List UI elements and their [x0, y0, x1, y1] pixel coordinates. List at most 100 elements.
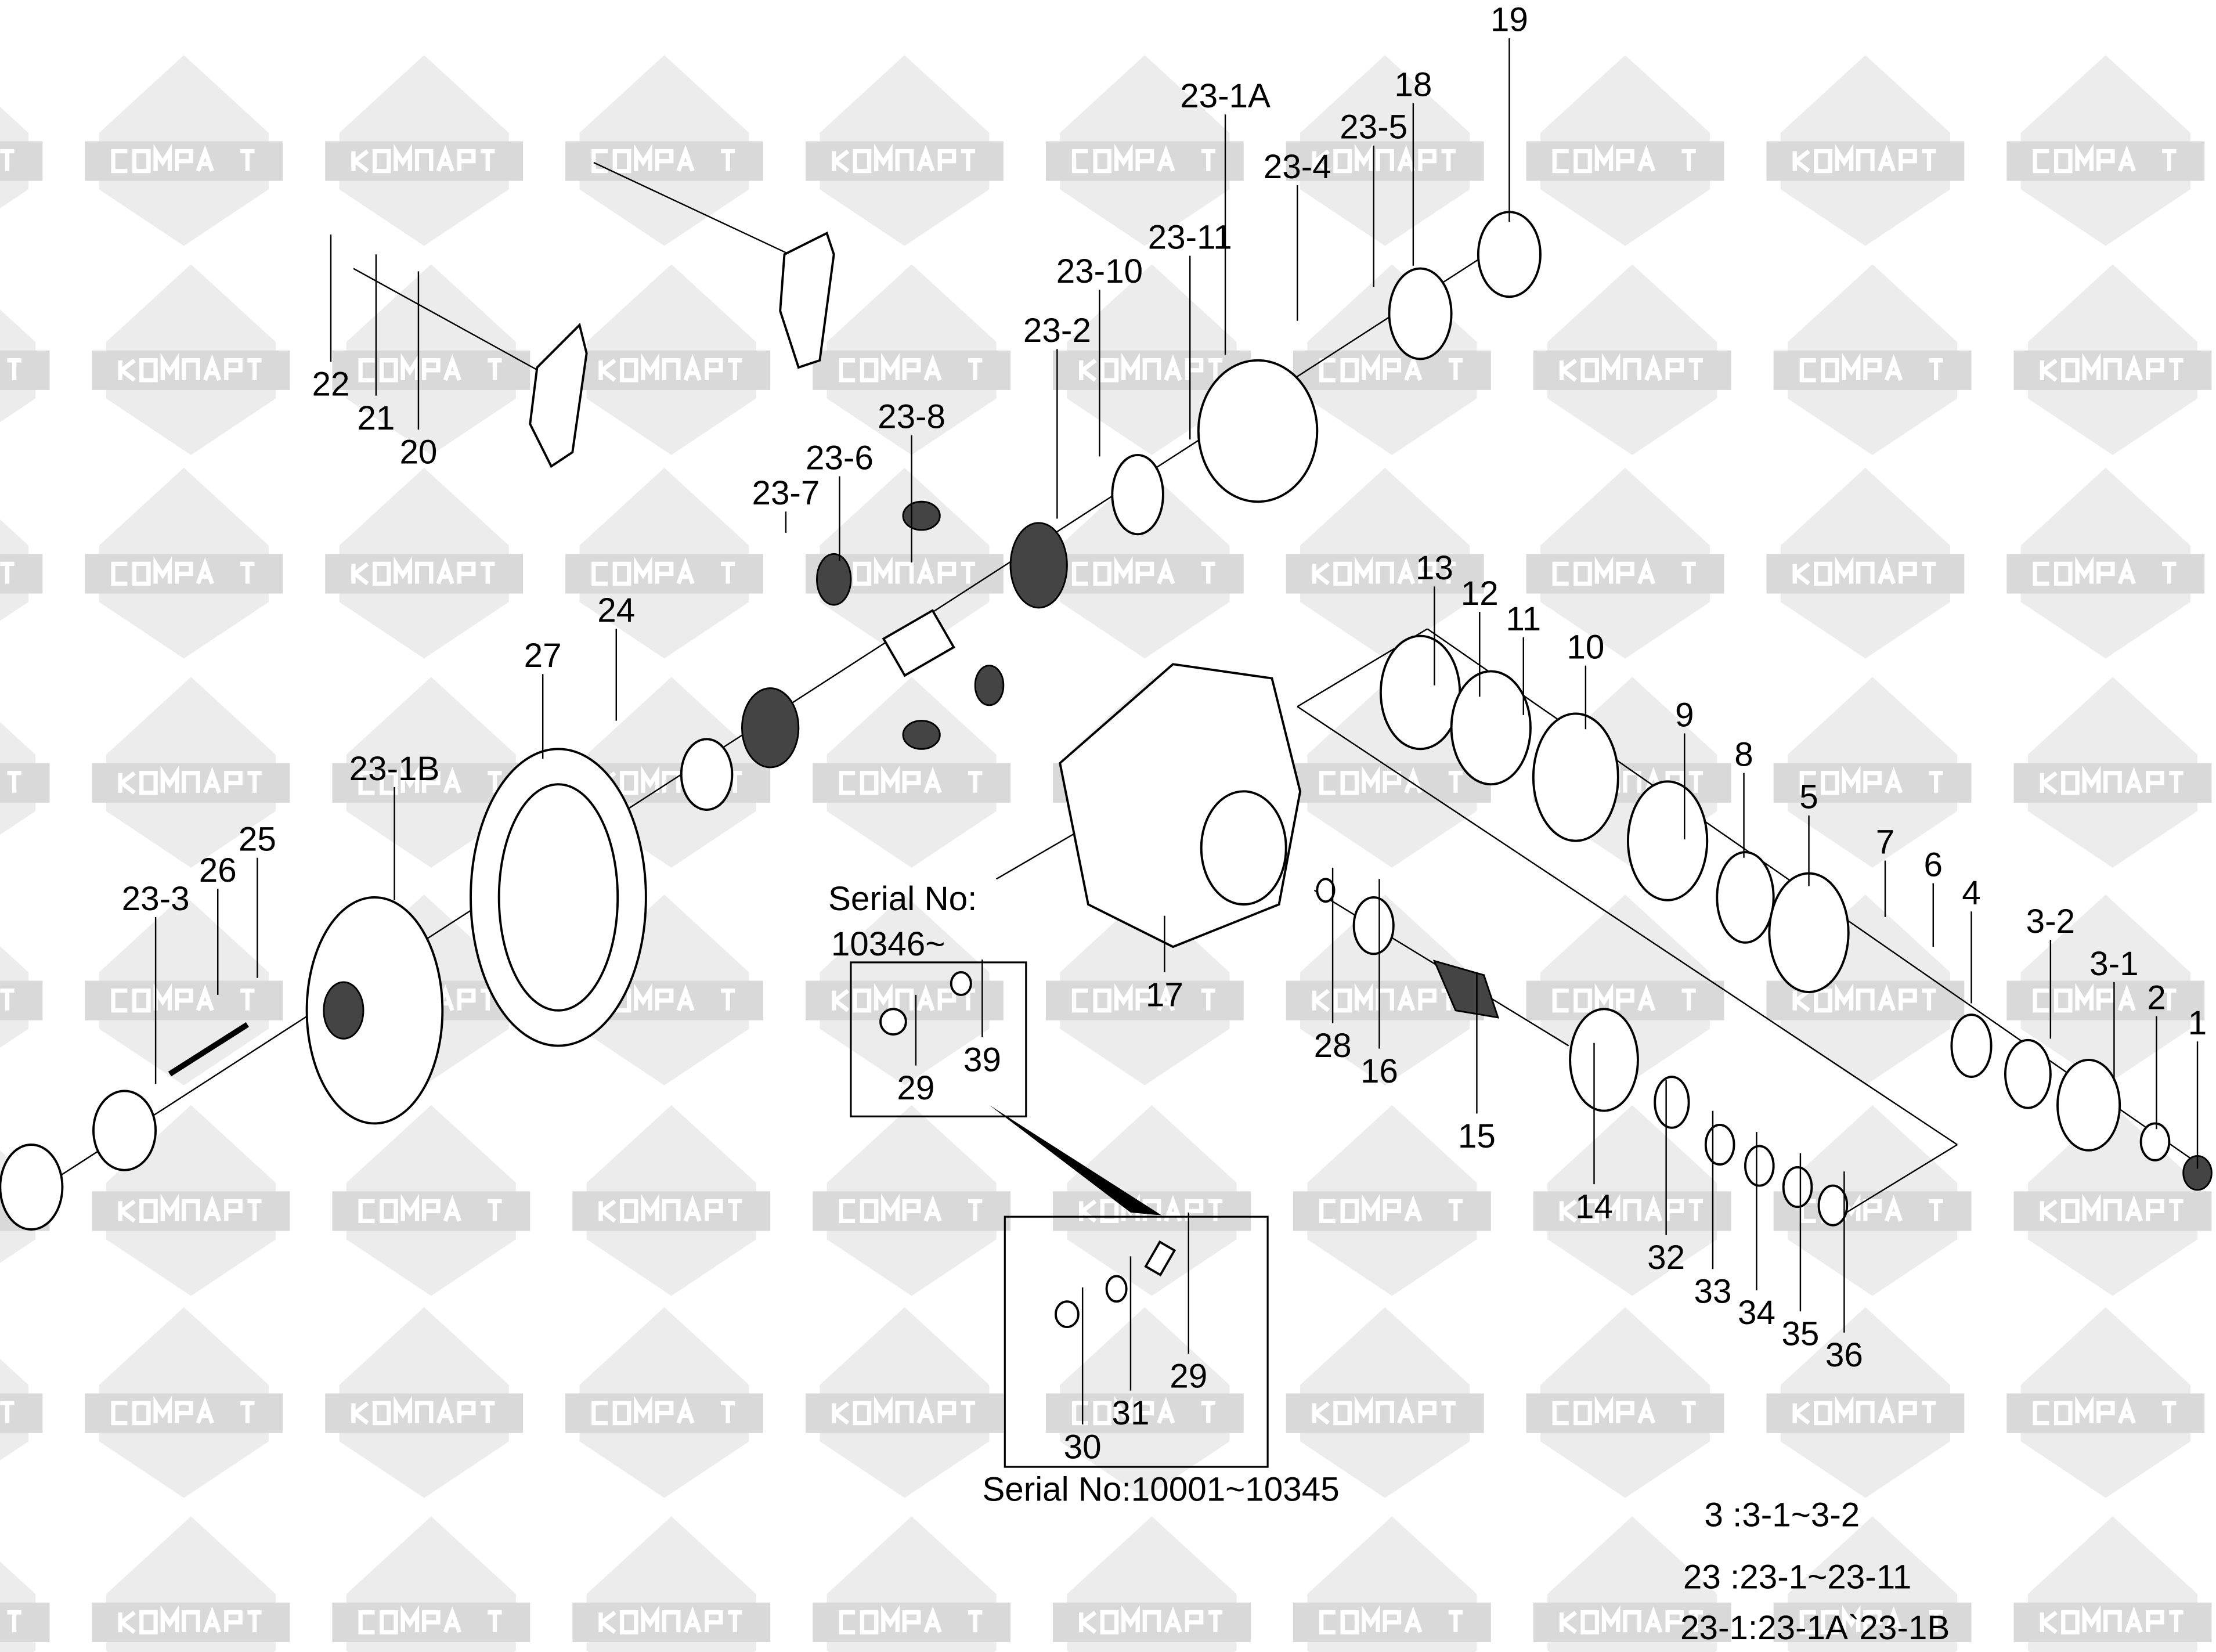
watermark-lettering — [1312, 556, 1456, 586]
bearing-cap-right — [779, 231, 835, 369]
bearing-cap-left — [529, 323, 588, 468]
callout-3-2: 3-2 — [2026, 903, 2075, 940]
watermark-lettering — [7, 1610, 21, 1632]
callout-24: 24 — [597, 591, 635, 629]
callout-5: 5 — [1799, 778, 1818, 816]
watermark-lettering — [591, 556, 735, 586]
callout-18: 18 — [1394, 66, 1432, 104]
callout-7: 7 — [1876, 823, 1894, 861]
callout-29: 29 — [897, 1069, 934, 1107]
watermark-lettering — [2040, 1605, 2183, 1635]
watermark-lettering — [1071, 143, 1216, 174]
callout-30: 30 — [1064, 1428, 1102, 1466]
callout-17: 17 — [1146, 976, 1183, 1013]
callout-23-7: 23-7 — [752, 474, 820, 512]
watermark-lettering — [1319, 765, 1463, 795]
watermark-lettering — [1319, 1605, 1463, 1635]
callout-35: 35 — [1781, 1315, 1819, 1353]
watermark-lettering — [1559, 1605, 1703, 1635]
watermark-lettering — [1079, 1605, 1223, 1635]
watermark-lettering — [2040, 1193, 2183, 1224]
pinion-bearing — [1569, 1008, 1639, 1112]
bearing-cone-right — [1477, 211, 1542, 298]
serial-old-label: Serial No:10001~10345 — [982, 1471, 1339, 1509]
watermark-lettering — [1559, 353, 1703, 383]
callout-32: 32 — [1647, 1239, 1685, 1276]
watermark-lettering — [1079, 353, 1223, 383]
watermark-lettering — [0, 988, 15, 1011]
lock-washer — [1105, 1275, 1128, 1303]
callout-27: 27 — [524, 637, 562, 674]
watermark-lettering — [839, 353, 983, 383]
callout-23-1A: 23-1A — [1180, 77, 1271, 115]
oil-seal — [1950, 1013, 1993, 1079]
shim — [1379, 634, 1461, 751]
watermark-lettering — [1799, 353, 1943, 383]
side-gear — [741, 687, 800, 769]
watermark-lettering — [2033, 983, 2177, 1013]
callout-23-5: 23-5 — [1340, 109, 1407, 146]
watermark-lettering — [111, 556, 255, 586]
thrust-washer — [680, 738, 734, 811]
serial-new-range: 10346~ — [831, 925, 945, 963]
retainer — [1768, 872, 1850, 994]
watermark-lettering — [598, 353, 742, 383]
watermark-lettering — [598, 1193, 742, 1224]
legend-line-2: 23 :23-1~23-11 — [1683, 1558, 1911, 1596]
snap-ring — [1316, 878, 1336, 903]
thrust-washer-upper — [1111, 453, 1164, 536]
callout-11: 11 — [1506, 600, 1541, 638]
shim — [1782, 1166, 1813, 1209]
callout-33: 33 — [1694, 1273, 1732, 1311]
watermark-lettering — [1799, 765, 1943, 795]
nut — [1054, 1300, 1080, 1328]
watermark-box — [0, 763, 50, 803]
legend-line-1: 3 :3-1~3-2 — [1704, 1496, 1860, 1534]
shim — [1704, 1123, 1735, 1166]
callout-4: 4 — [1962, 874, 1980, 912]
callout-23-4: 23-4 — [1264, 148, 1331, 186]
watermark-lettering — [598, 1605, 742, 1635]
bearing-cup — [92, 1090, 157, 1171]
callout-29: 29 — [1170, 1358, 1207, 1395]
callout-labels: 191823-1A23-523-423-1123-1023-222212023-… — [122, 1, 2207, 1466]
watermark-lettering — [0, 1401, 15, 1423]
pilot-bearing — [1352, 896, 1395, 955]
bearing-cage — [1532, 712, 1619, 842]
watermark-lettering — [1552, 983, 1696, 1013]
serial-new-label: Serial No: — [828, 880, 977, 918]
parts — [0, 211, 2213, 1468]
watermark-lettering — [358, 1193, 502, 1224]
watermark-lettering — [2040, 353, 2183, 383]
watermark-lettering — [111, 143, 255, 174]
callout-9: 9 — [1675, 696, 1694, 734]
callout-3-1: 3-1 — [2089, 945, 2138, 983]
serial-old-inset-box — [1004, 1215, 1269, 1468]
watermark-lettering — [839, 1605, 983, 1635]
callout-26: 26 — [199, 852, 237, 889]
watermark-lettering — [351, 1395, 495, 1426]
callout-23-8: 23-8 — [878, 398, 945, 436]
watermark-lettering — [1552, 143, 1696, 174]
watermark-lettering — [358, 1605, 502, 1635]
callout-2: 2 — [2147, 979, 2166, 1016]
watermark-box — [0, 1602, 50, 1642]
watermark-lettering — [1792, 1395, 1936, 1426]
watermark-lettering — [1071, 556, 1216, 586]
watermark-lettering — [839, 765, 983, 795]
watermark-lettering — [1312, 1395, 1456, 1426]
watermark-lettering — [1319, 1193, 1463, 1224]
watermark-lettering — [0, 149, 15, 171]
legend-line-3: 23-1:23-1A`23-1B — [1680, 1609, 1950, 1647]
watermark-lettering — [591, 143, 735, 174]
callout-23-3: 23-3 — [122, 880, 190, 918]
gasket — [1626, 780, 1709, 901]
diff-case-half-a — [1197, 359, 1319, 503]
watermark-lettering — [591, 1395, 735, 1426]
callout-23-1B: 23-1B — [349, 750, 440, 788]
stud — [1144, 1240, 1176, 1277]
shim — [1817, 1184, 1849, 1227]
o-ring — [950, 971, 972, 996]
watermark-lettering — [1552, 556, 1696, 586]
